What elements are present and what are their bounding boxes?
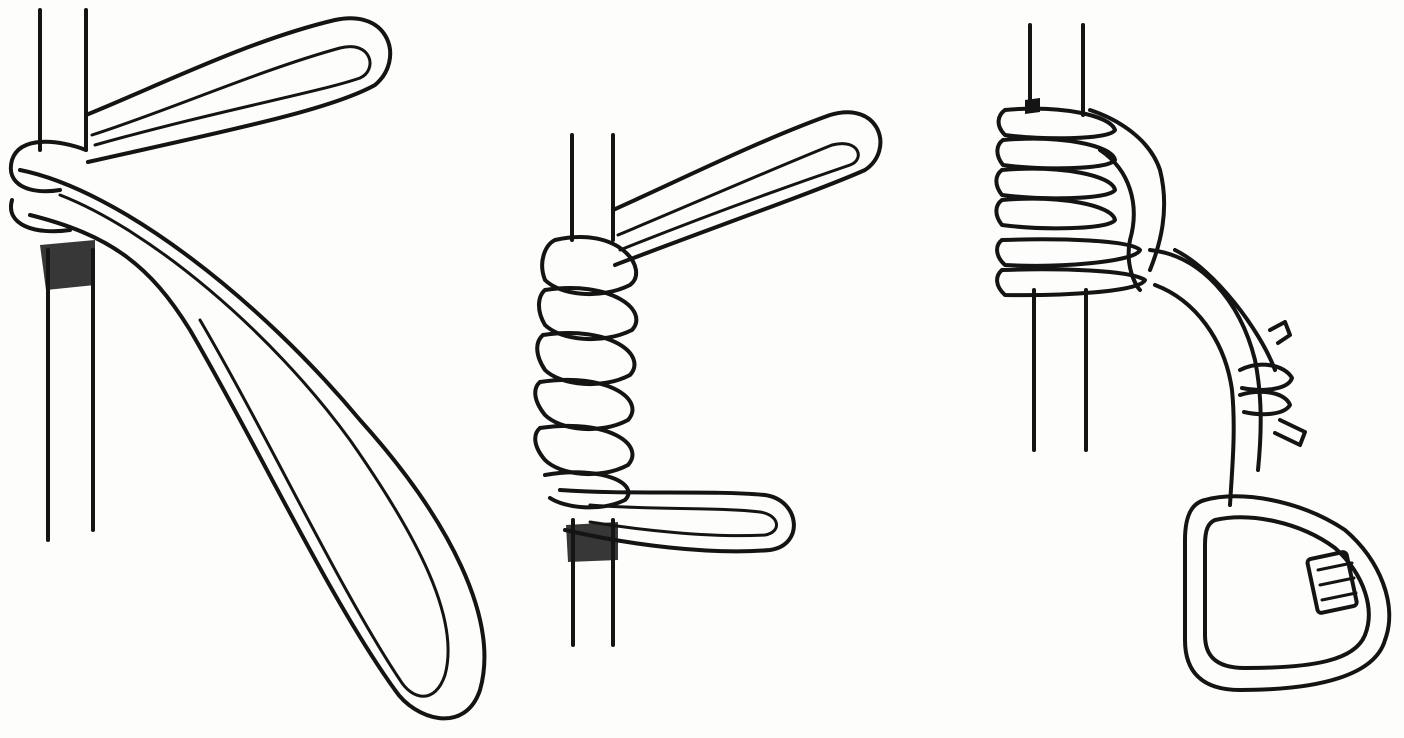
main-rope-2 [566, 135, 618, 645]
main-rope-1 [40, 10, 95, 540]
coils-2 [535, 237, 636, 507]
carabiner-3 [1185, 496, 1389, 690]
panel-step-3 [996, 25, 1389, 690]
upper-loop-1 [86, 18, 390, 162]
panel-step-2 [535, 112, 880, 645]
wraps-3 [996, 109, 1145, 295]
upper-loop-2 [613, 112, 880, 265]
crossing-strands-3 [1090, 110, 1275, 505]
panel-step-1 [11, 10, 485, 718]
